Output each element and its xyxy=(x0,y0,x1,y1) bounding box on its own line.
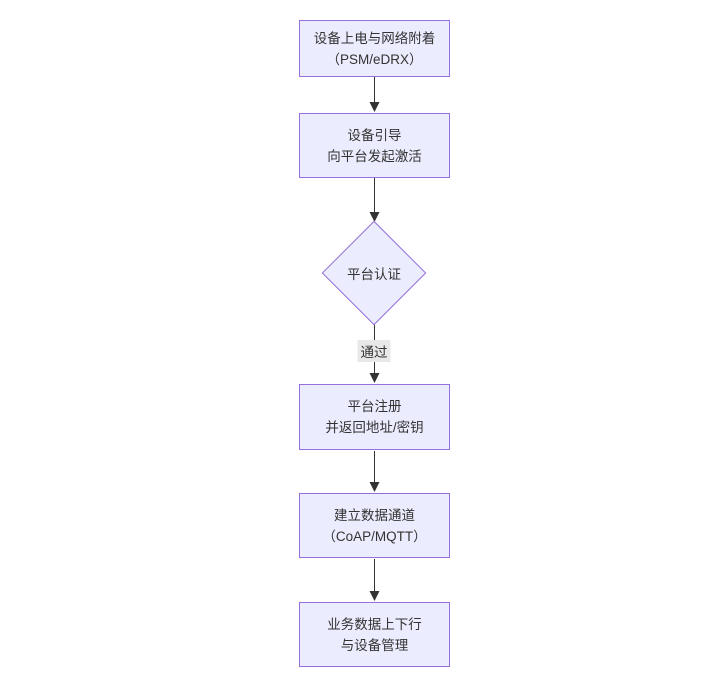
node-text-line: 向平台发起激活 xyxy=(327,148,422,164)
node-text-line: 平台注册 xyxy=(347,399,402,414)
node-text-line: 并返回地址/密钥 xyxy=(325,420,424,435)
node-text-line: 设备上电与网络附着 xyxy=(313,30,436,46)
node-text-line: （CoAP/MQTT） xyxy=(322,528,427,544)
node-text-line: 业务数据上下行 xyxy=(327,616,422,632)
flow-node-register: 平台注册 并返回地址/密钥 xyxy=(299,384,450,450)
flow-node-business-data: 业务数据上下行 与设备管理 xyxy=(299,602,450,667)
flow-node-bootstrap: 设备引导 向平台发起激活 xyxy=(299,113,450,178)
edge-label-pass: 通过 xyxy=(357,340,391,362)
flow-node-data-channel: 建立数据通道 （CoAP/MQTT） xyxy=(299,493,450,558)
node-text-line: 设备引导 xyxy=(347,127,402,143)
node-text-line: （PSM/eDRX） xyxy=(326,51,423,67)
decision-label: 平台认证 xyxy=(347,267,401,282)
node-text-line: 与设备管理 xyxy=(340,637,409,653)
flow-node-power-attach: 设备上电与网络附着 （PSM/eDRX） xyxy=(299,20,450,77)
decision-platform-auth: 平台认证 xyxy=(321,220,427,326)
node-text-line: 建立数据通道 xyxy=(334,507,415,523)
